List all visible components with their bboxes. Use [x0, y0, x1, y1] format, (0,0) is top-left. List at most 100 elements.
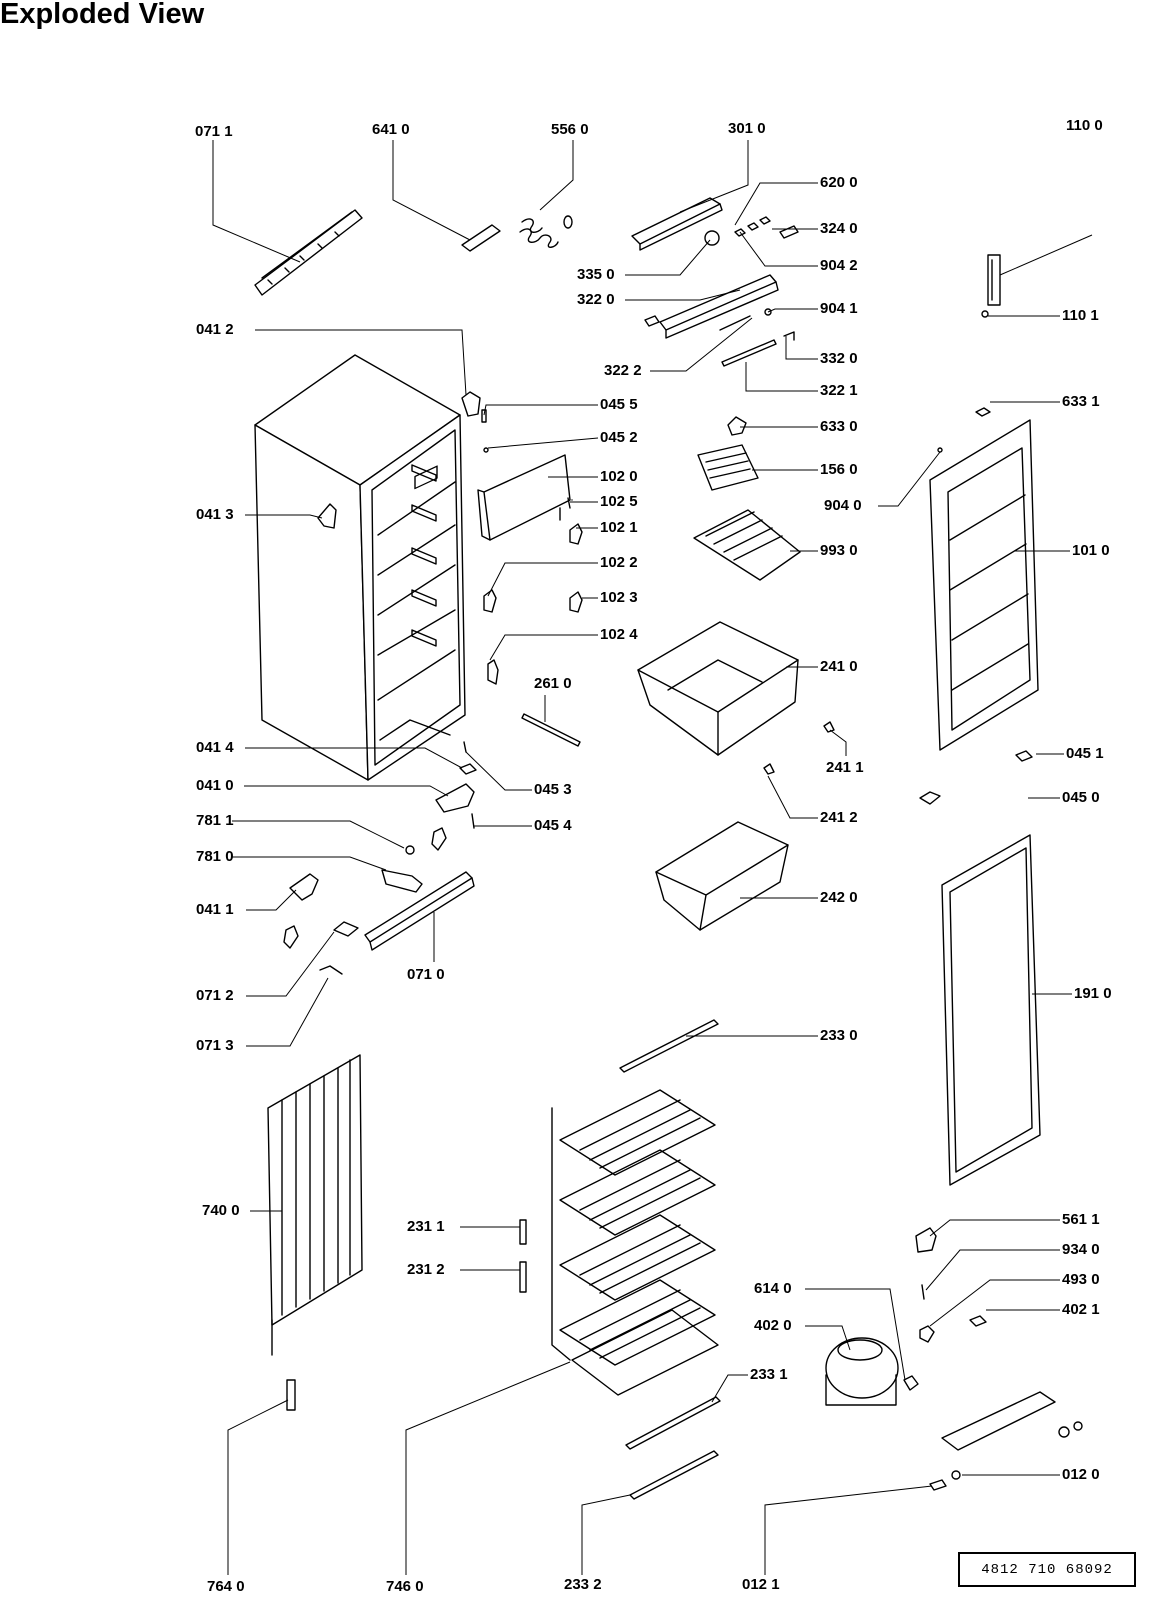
bar-2332 [629, 1450, 719, 1500]
part-0713 [319, 965, 343, 975]
part-label: 934 0 [1062, 1241, 1100, 1258]
part-label: 071 1 [195, 123, 233, 140]
cabinet [254, 354, 466, 781]
part-label: 045 4 [534, 817, 572, 834]
part-label: 241 0 [820, 658, 858, 675]
part-label: 102 4 [600, 626, 638, 643]
part-label: 045 0 [1062, 789, 1100, 806]
part-0454 [471, 813, 475, 829]
part-2312 [519, 1261, 527, 1293]
flap-1020 [477, 454, 573, 541]
part-label: 012 0 [1062, 1466, 1100, 1483]
rail-0710 [364, 871, 475, 951]
part-0712 [333, 921, 359, 937]
top-rail-0711 [254, 209, 363, 296]
part-label: 781 1 [196, 812, 234, 829]
part-1023 [569, 591, 583, 613]
part-label: 102 3 [600, 589, 638, 606]
part-1021 [569, 523, 583, 545]
part-label: 071 3 [196, 1037, 234, 1054]
part-label: 620 0 [820, 174, 858, 191]
part-0411b [283, 925, 299, 949]
part-label: 102 1 [600, 519, 638, 536]
part-6330 [727, 416, 747, 436]
part-label: 641 0 [372, 121, 410, 138]
wire-shelves-7460 [551, 1089, 719, 1396]
part-label: 556 0 [551, 121, 589, 138]
part-label: 233 0 [820, 1027, 858, 1044]
part-label: 102 5 [600, 493, 638, 510]
part-0414 [459, 763, 477, 775]
part-0452 [483, 447, 489, 453]
part-label: 191 0 [1074, 985, 1112, 1002]
part-label: 071 0 [407, 966, 445, 983]
spring-5560 [519, 215, 573, 248]
part-label: 261 0 [534, 675, 572, 692]
part-label: 041 2 [196, 321, 234, 338]
part-0410b [431, 827, 447, 851]
base-plate [941, 1391, 1083, 1451]
rod-2610 [521, 713, 581, 747]
part-4930 [919, 1325, 935, 1343]
part-label: 904 2 [820, 257, 858, 274]
part-1022 [483, 589, 497, 613]
part-0120 [951, 1470, 961, 1480]
hinge-0413 [317, 503, 337, 529]
part-5611 [915, 1227, 937, 1253]
part-label: 041 0 [196, 777, 234, 794]
part-0451 [1015, 750, 1033, 762]
part-label: 322 0 [577, 291, 615, 308]
part-label: 335 0 [577, 266, 615, 283]
part-6410 [461, 224, 501, 252]
compressor-4020 [825, 1337, 899, 1406]
part-4021 [969, 1315, 987, 1327]
part-label: 102 2 [600, 554, 638, 571]
part-2412 [763, 763, 775, 775]
part-1024 [487, 659, 499, 685]
part-0455 [481, 409, 487, 423]
part-2311 [519, 1219, 527, 1245]
condenser-7400 [267, 1054, 363, 1356]
part-label: 045 5 [600, 396, 638, 413]
part-6331 [975, 407, 991, 417]
part-label: 781 0 [196, 848, 234, 865]
reference-number: 4812 710 68092 [958, 1552, 1136, 1587]
part-label: 322 2 [604, 362, 642, 379]
door-1010 [929, 419, 1039, 751]
part-9340 [921, 1284, 925, 1300]
part-label: 633 1 [1062, 393, 1100, 410]
part-label: 322 1 [820, 382, 858, 399]
part-label: 041 4 [196, 739, 234, 756]
part-label: 231 2 [407, 1261, 445, 1278]
part-label: 242 0 [820, 889, 858, 906]
part-label: 233 1 [750, 1366, 788, 1383]
part-0410 [435, 783, 475, 813]
part-label: 110 0 [1066, 117, 1103, 134]
part-label: 402 1 [1062, 1301, 1100, 1318]
part-label: 402 0 [754, 1317, 792, 1334]
part-label: 561 1 [1062, 1211, 1100, 1228]
part-1025 [567, 497, 571, 509]
part-0453 [463, 741, 467, 753]
page-title: Exploded View [0, 0, 205, 30]
part-label: 012 1 [742, 1576, 780, 1593]
part-label: 241 2 [820, 809, 858, 826]
basket-2420 [655, 821, 789, 931]
part-0121 [929, 1479, 947, 1491]
part-label: 233 2 [564, 1576, 602, 1593]
tray-9930 [693, 509, 801, 581]
part-6140 [903, 1375, 919, 1391]
part-label: 301 0 [728, 120, 766, 137]
control-box-3010 [631, 197, 799, 251]
part-label: 041 1 [196, 901, 234, 918]
cover-3220 [644, 274, 795, 367]
part-label: 740 0 [202, 1202, 240, 1219]
part-label: 041 3 [196, 506, 234, 523]
part-label: 332 0 [820, 350, 858, 367]
bar-2331 [625, 1396, 721, 1450]
part-7811 [405, 845, 415, 855]
part-7810 [381, 869, 423, 893]
part-label: 614 0 [754, 1280, 792, 1297]
part-0411 [289, 873, 319, 901]
